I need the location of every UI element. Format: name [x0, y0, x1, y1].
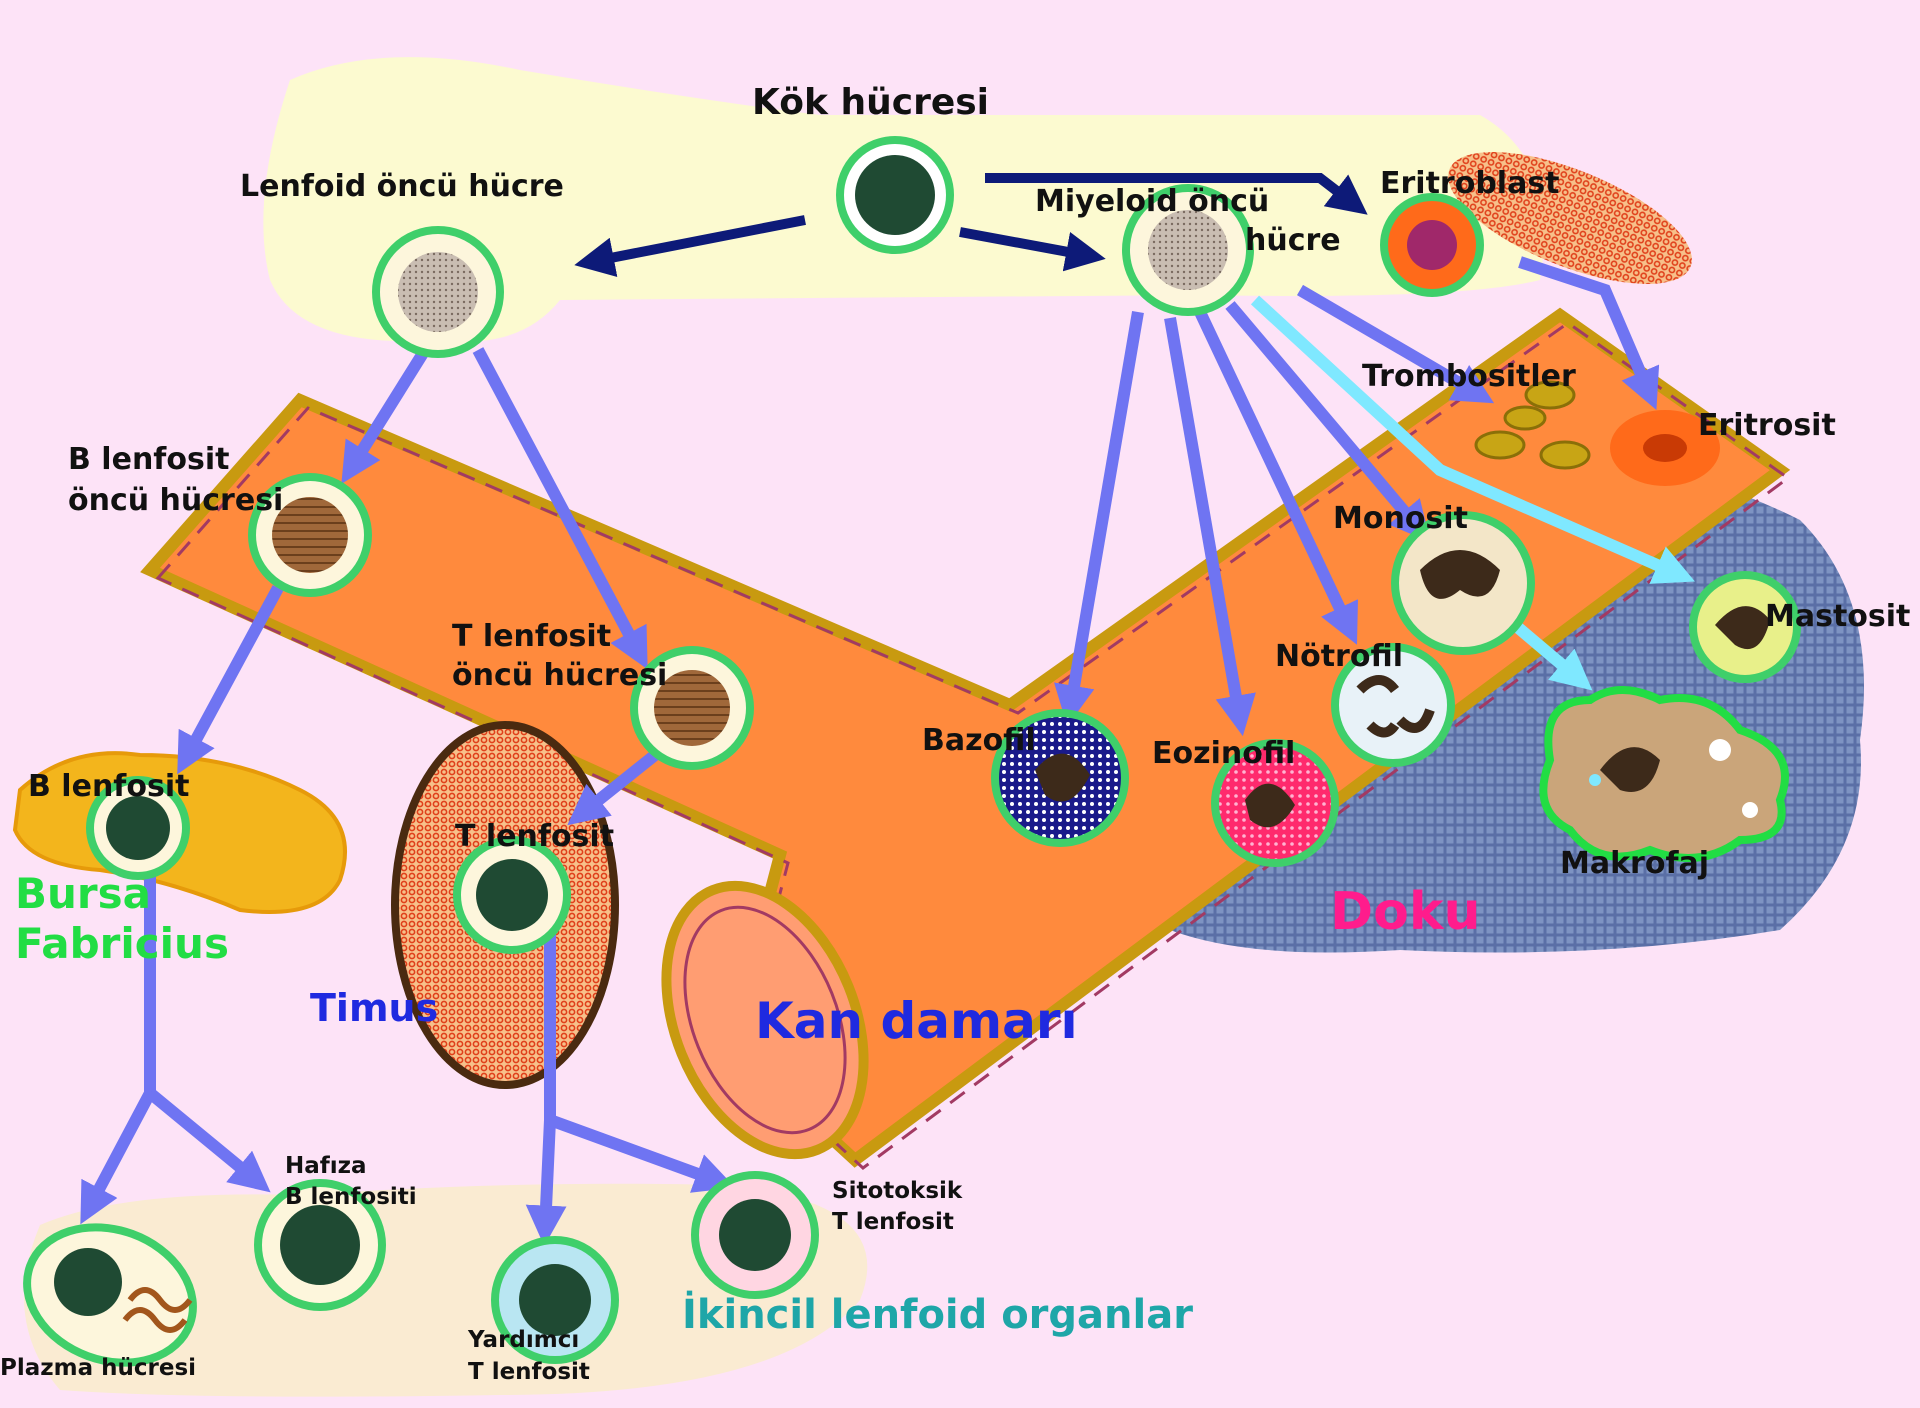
stem-cell [840, 140, 950, 250]
lymphoid-progenitor-cell [376, 230, 500, 354]
label-thymus: Timus [310, 985, 438, 1033]
label-erythroblast: Eritroblast [1380, 165, 1560, 203]
label-helper-2: T lenfosit [468, 1358, 590, 1387]
label-t-lymphocyte: T lenfosit [455, 818, 614, 856]
cytotoxic-t-cell [695, 1175, 815, 1295]
arrow-b-progenitor-to-b-cell [185, 588, 278, 760]
label-memory-b-2: B lenfositi [285, 1183, 417, 1212]
arrow-b-cell-to-memory [150, 1093, 258, 1182]
label-lymphoid-progenitor: Lenfoid öncü hücre [240, 168, 564, 206]
label-thrombocytes: Trombositler [1362, 358, 1576, 396]
label-mast-cell: Mastosit [1765, 598, 1910, 636]
label-bursa-1: Bursa [15, 868, 151, 921]
label-blood-vessel: Kan damarı [755, 990, 1078, 1053]
label-myeloid-progenitor-2: hücre [1245, 222, 1341, 260]
arrow-t-cell-split [545, 915, 550, 1230]
label-b-lymphocyte: B lenfosit [28, 768, 189, 806]
arrow-t-cell-to-cytotoxic [550, 1120, 720, 1182]
label-erythrocyte: Eritrosit [1698, 407, 1836, 445]
label-myeloid-progenitor-1: Miyeloid öncü [1035, 183, 1269, 221]
label-neutrophil: Nötrofil [1275, 638, 1403, 676]
label-stem-cell: Kök hücresi [752, 80, 989, 125]
label-memory-b-1: Hafıza [285, 1152, 367, 1181]
label-cytotoxic-1: Sitotoksik [832, 1177, 962, 1206]
erythroblast-cell [1384, 197, 1480, 293]
label-cytotoxic-2: T lenfosit [832, 1208, 954, 1237]
label-secondary-organs: İkincil lenfoid organlar [682, 1290, 1193, 1340]
label-t-progenitor-2: öncü hücresi [452, 657, 667, 695]
t-lymphocyte-cell [457, 840, 567, 950]
label-eosinophil: Eozinofil [1152, 735, 1295, 773]
label-basophil: Bazofil [922, 722, 1036, 760]
label-t-progenitor-1: T lenfosit [452, 618, 611, 656]
label-monocyte: Monosit [1333, 500, 1468, 538]
label-macrophage: Makrofaj [1560, 845, 1709, 883]
label-b-progenitor-2: öncü hücresi [68, 482, 283, 520]
label-helper-1: Yardımcı [468, 1326, 579, 1355]
label-tissue: Doku [1330, 880, 1481, 945]
label-plasma-cell: Plazma hücresi [0, 1354, 196, 1383]
label-b-progenitor-1: B lenfosit [68, 441, 229, 479]
label-bursa-2: Fabricius [15, 918, 229, 971]
